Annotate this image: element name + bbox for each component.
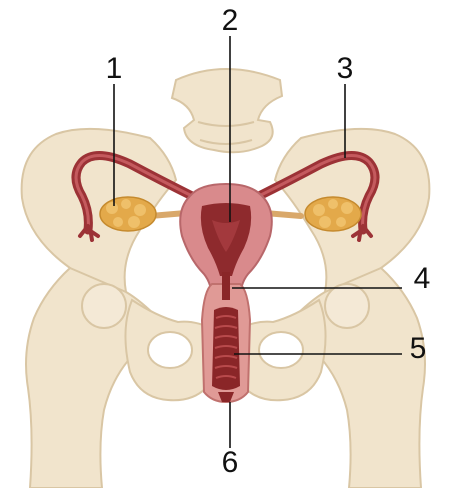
cervical-canal (222, 272, 230, 300)
right-obturator-foramen (259, 332, 303, 368)
left-obturator-foramen (148, 332, 192, 368)
callout-number-5: 5 (410, 332, 427, 365)
sacrum (172, 69, 282, 152)
callout-number-1: 1 (106, 52, 123, 85)
vagina (202, 272, 250, 402)
callout-number-4: 4 (414, 262, 431, 295)
callout-number-3: 3 (337, 52, 354, 85)
callout-number-2: 2 (222, 4, 239, 37)
right-ovary (305, 197, 361, 231)
left-ovary (100, 197, 156, 231)
callout-number-6: 6 (222, 446, 239, 479)
